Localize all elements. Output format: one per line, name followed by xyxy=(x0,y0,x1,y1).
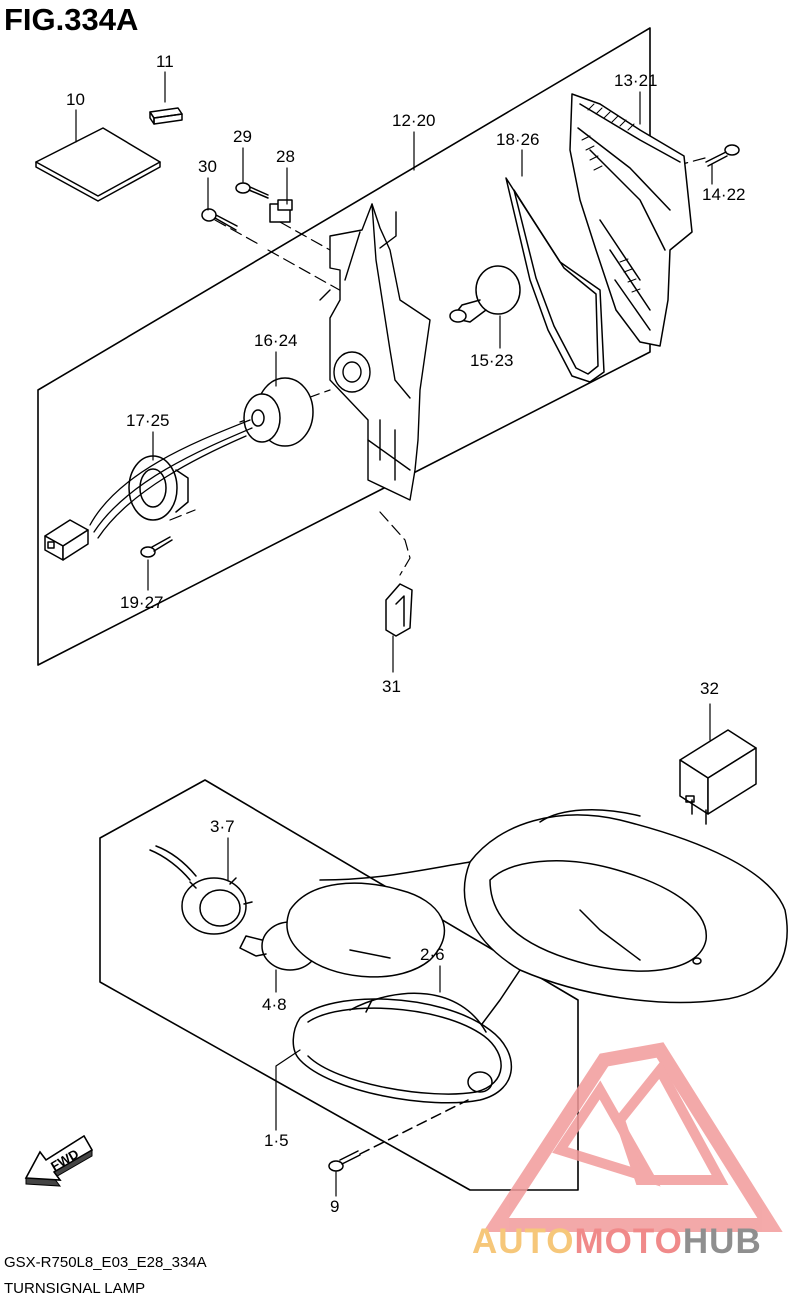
part-14-screw xyxy=(705,144,740,167)
callout-10: 10 xyxy=(66,90,85,109)
callout-12-20: 12·20 xyxy=(392,111,435,130)
wire-harness xyxy=(89,419,253,539)
part-30-screw xyxy=(201,208,238,231)
figure-title: FIG.334A xyxy=(4,2,139,37)
part-3-socket xyxy=(149,845,253,935)
part-11-tag xyxy=(149,107,183,125)
reflector-housing xyxy=(286,882,446,978)
part-15-bulb xyxy=(449,265,521,323)
callout-16-24: 16·24 xyxy=(254,331,297,350)
callout-31: 31 xyxy=(382,677,401,696)
callout-14-22: 14·22 xyxy=(702,185,745,204)
watermark-logo-icon xyxy=(483,1042,783,1232)
callout-19-27: 19·27 xyxy=(120,593,163,612)
callout-15-23: 15·23 xyxy=(470,351,513,370)
callout-18-26: 18·26 xyxy=(496,130,539,149)
callout-32: 32 xyxy=(700,679,719,698)
callout-9: 9 xyxy=(330,1197,339,1216)
callout-2-6: 2·6 xyxy=(420,945,445,964)
part-16-socket xyxy=(243,377,314,447)
callout-1-5: 1·5 xyxy=(264,1131,289,1150)
lower-assembly-frame xyxy=(99,779,579,1191)
watermark-hub: HUB xyxy=(682,1222,762,1261)
callout-30: 30 xyxy=(198,157,217,176)
fwd-arrow-icon: FWD xyxy=(24,1134,94,1187)
part-10-sheet xyxy=(35,127,161,197)
callout-3-7: 3·7 xyxy=(210,817,235,836)
model-code: GSX-R750L8_E03_E28_334A xyxy=(4,1254,207,1271)
upper-assembly-frame xyxy=(37,27,651,666)
part-29-screw xyxy=(235,182,269,199)
connector-plug xyxy=(44,519,89,561)
callout-13-21: 13·21 xyxy=(614,71,657,90)
callout-11: 11 xyxy=(156,52,174,71)
part-18-gasket xyxy=(505,177,605,383)
callout-4-8: 4·8 xyxy=(262,995,287,1014)
mirror-housing xyxy=(319,809,788,1041)
watermark-auto: AUTO xyxy=(472,1222,575,1261)
callout-28: 28 xyxy=(276,147,295,166)
part-9-screw xyxy=(328,1099,469,1172)
part-32-relay xyxy=(679,729,757,825)
part-12-housing-bracket xyxy=(319,203,431,501)
part-31-clip xyxy=(385,583,413,637)
figure-caption: TURNSIGNAL LAMP xyxy=(4,1280,146,1297)
callout-17-25: 17·25 xyxy=(126,411,169,430)
callout-29: 29 xyxy=(233,127,252,146)
part-19-screw xyxy=(140,536,173,558)
part-2-lens xyxy=(292,992,513,1104)
part-13-lens xyxy=(569,93,693,347)
watermark-moto: MOTO xyxy=(574,1222,683,1261)
watermark-text: AUTOMOTOHUB xyxy=(472,1222,762,1262)
part-28-clip xyxy=(269,199,293,223)
